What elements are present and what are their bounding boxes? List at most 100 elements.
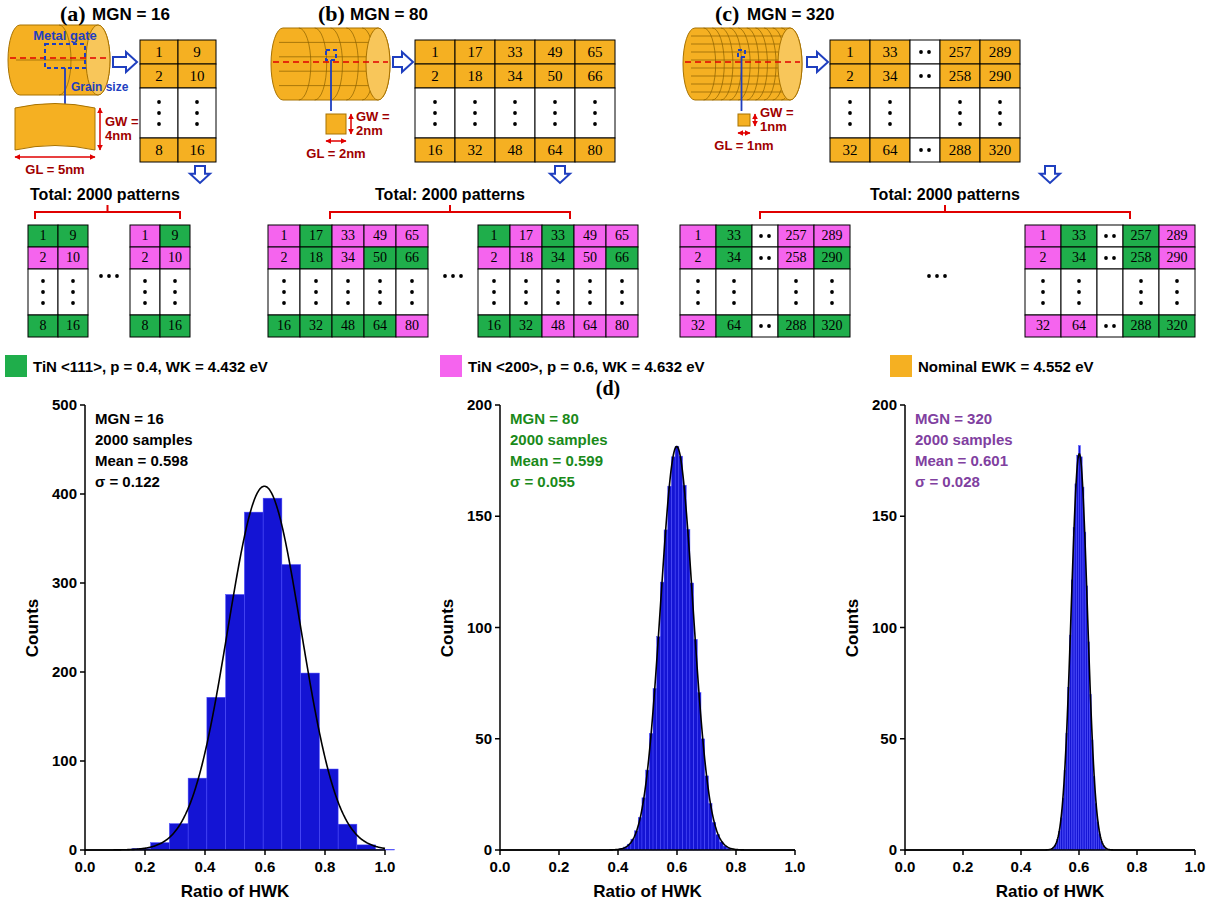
stat-annotation: 2000 samples bbox=[915, 432, 1013, 449]
pattern-cell-number: 258 bbox=[786, 250, 807, 265]
tick-mark bbox=[735, 850, 737, 855]
ellipsis-dot bbox=[848, 111, 852, 115]
y-tick-label: 0 bbox=[69, 842, 77, 859]
grid-cell bbox=[130, 225, 160, 247]
grain-boundary bbox=[331, 28, 343, 100]
pattern-cell-number: 48 bbox=[551, 318, 565, 333]
grid-cell bbox=[364, 315, 396, 337]
grain-boundary bbox=[315, 28, 327, 100]
ellipsis-dot bbox=[1077, 279, 1081, 283]
grid-cell bbox=[300, 315, 332, 337]
ellipsis-dot bbox=[410, 279, 414, 283]
grain bbox=[738, 114, 750, 126]
ellipsis-dot bbox=[282, 279, 286, 283]
ellipsis-dot bbox=[927, 274, 931, 278]
block-arrow bbox=[190, 166, 210, 183]
grid-cell-number: 290 bbox=[989, 68, 1012, 85]
pattern-cell-number: 64 bbox=[727, 318, 741, 333]
grid-cell bbox=[535, 88, 575, 138]
tick-mark bbox=[80, 493, 85, 495]
pattern-cell-number: 32 bbox=[309, 318, 323, 333]
ellipsis-dot bbox=[998, 100, 1002, 104]
grid-cell bbox=[178, 64, 216, 88]
panel-label: (b) bbox=[318, 2, 345, 26]
ellipsis-dot bbox=[173, 279, 177, 283]
grid-cell bbox=[1061, 269, 1097, 315]
ellipsis-dot bbox=[282, 301, 286, 305]
grid-cell bbox=[606, 315, 638, 337]
pattern-cell-number: 66 bbox=[405, 250, 419, 265]
y-tick-label: 200 bbox=[52, 664, 77, 681]
ellipsis-dot bbox=[556, 301, 560, 305]
stat-annotation: Mean = 0.601 bbox=[915, 453, 1008, 470]
ellipsis-dot bbox=[830, 301, 834, 305]
pattern-cell-number: 288 bbox=[1131, 318, 1152, 333]
tick-mark bbox=[676, 850, 678, 855]
grid-cell bbox=[980, 88, 1020, 138]
pattern-cell-number: 33 bbox=[1072, 228, 1086, 243]
grid-cell bbox=[28, 247, 58, 269]
y-tick-label: 150 bbox=[467, 508, 492, 525]
grid-cell bbox=[910, 64, 940, 88]
histogram-bar bbox=[1084, 532, 1086, 850]
pattern-cell-number: 16 bbox=[277, 318, 291, 333]
grid-cell-number: 50 bbox=[548, 68, 563, 85]
grid-cell bbox=[58, 225, 88, 247]
grid-cell bbox=[1025, 247, 1061, 269]
ellipsis-dot bbox=[759, 234, 763, 238]
bracket bbox=[330, 205, 570, 219]
grid-cell bbox=[575, 138, 615, 162]
pattern-cell-number: 1 bbox=[281, 228, 288, 243]
ellipsis-dot bbox=[410, 290, 414, 294]
leader-line bbox=[64, 68, 66, 105]
ellipsis-dot bbox=[99, 274, 103, 278]
x-tick-label: 0.0 bbox=[895, 859, 916, 876]
tick-mark bbox=[558, 850, 560, 855]
legend-swatch bbox=[5, 355, 27, 377]
grid-cell bbox=[778, 315, 814, 337]
grid-cell-number: 1 bbox=[431, 44, 439, 61]
grid-cell bbox=[814, 247, 850, 269]
pattern-cell-number: 18 bbox=[309, 250, 323, 265]
grid-cell bbox=[332, 247, 364, 269]
grid-cell bbox=[940, 88, 980, 138]
pattern-cell-number: 49 bbox=[583, 228, 597, 243]
pattern-cell-number: 34 bbox=[727, 250, 741, 265]
grid-cell bbox=[478, 315, 510, 337]
grid-cell bbox=[332, 269, 364, 315]
ellipsis-dot bbox=[143, 301, 147, 305]
grid-cell bbox=[58, 315, 88, 337]
grid-cell bbox=[300, 269, 332, 315]
histogram-bar bbox=[1077, 455, 1079, 850]
y-tick-label: 200 bbox=[872, 397, 897, 414]
histogram-bar bbox=[1082, 487, 1084, 850]
grid-cell-number: 32 bbox=[843, 142, 858, 159]
legend-item: TiN <111>, p = 0.4, WK = 4.432 eV bbox=[5, 355, 268, 377]
grid-cell-number: 64 bbox=[883, 142, 898, 159]
ellipsis-dot bbox=[620, 301, 624, 305]
ellipsis-dot bbox=[794, 290, 798, 294]
pattern-cell-number: 34 bbox=[551, 250, 565, 265]
tick-mark bbox=[904, 850, 906, 855]
stat-annotation: σ = 0.028 bbox=[915, 474, 980, 491]
ellipsis-dot bbox=[1077, 290, 1081, 294]
grid-cell bbox=[980, 64, 1020, 88]
selection-box bbox=[326, 50, 336, 60]
ellipsis-dot bbox=[346, 301, 350, 305]
grain-boundary bbox=[712, 28, 724, 100]
stat-annotation: MGN = 16 bbox=[95, 411, 164, 428]
grid-cell bbox=[870, 40, 910, 64]
pattern-cell-number: 34 bbox=[1072, 250, 1086, 265]
tick-mark bbox=[264, 850, 266, 855]
grid-cell bbox=[575, 40, 615, 64]
block-arrow bbox=[807, 52, 828, 72]
grid-cell bbox=[778, 225, 814, 247]
stat-annotation: 2000 samples bbox=[95, 432, 193, 449]
dimension-label: GW = 2nm bbox=[356, 110, 398, 139]
grid-cell bbox=[542, 315, 574, 337]
ellipsis-dot bbox=[410, 301, 414, 305]
histogram-bar bbox=[263, 498, 282, 850]
ellipsis-dot bbox=[553, 100, 557, 104]
ellipsis-dot bbox=[282, 290, 286, 294]
histogram-bar bbox=[1075, 484, 1077, 850]
